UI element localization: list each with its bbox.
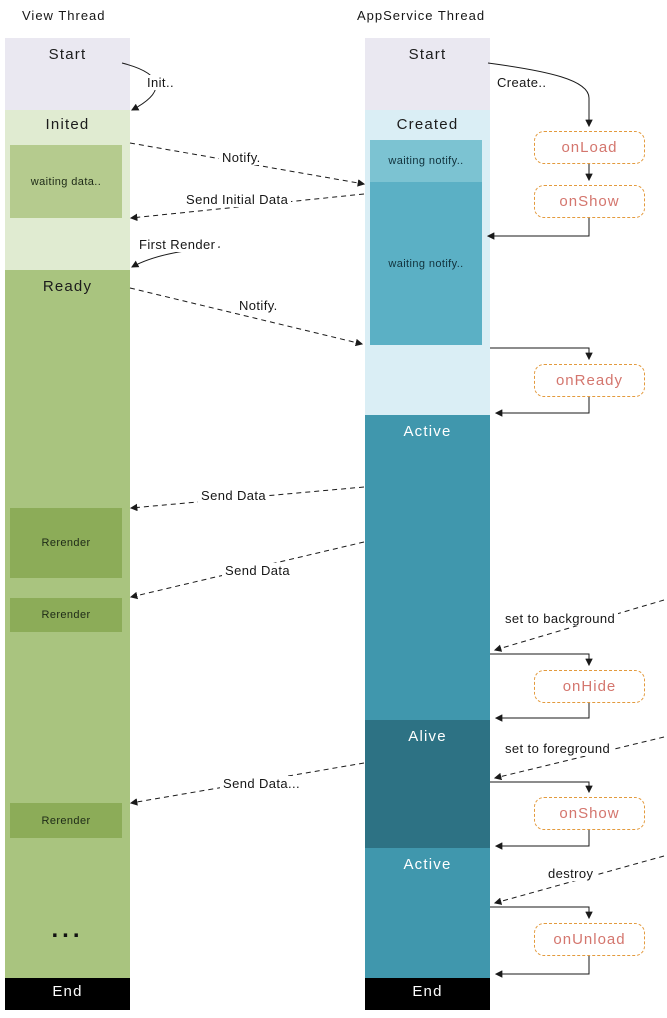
send-data-label-1: Send Data xyxy=(198,488,270,503)
view-end-label: End xyxy=(52,983,83,1000)
view-start-label: Start xyxy=(48,46,87,63)
arrow-to-onshow2 xyxy=(490,781,593,794)
arrow-onshow-return xyxy=(486,218,590,240)
onshow-callback-1: onShow xyxy=(534,185,645,218)
set-to-foreground-label: set to foreground xyxy=(502,741,614,756)
app-alive-band: Alive xyxy=(365,720,490,848)
app-start-block: Start xyxy=(365,38,490,110)
arrow-onunload-return xyxy=(494,956,590,978)
arrow-onshow2-return xyxy=(494,830,590,850)
arrow-to-onready xyxy=(490,347,593,361)
notify-label-1: Notify. xyxy=(219,150,264,165)
arrow-onready-return xyxy=(494,397,590,417)
view-ready-label: Ready xyxy=(42,278,93,295)
create-label: Create.. xyxy=(494,75,550,90)
send-data-label-3: Send Data... xyxy=(220,776,304,791)
app-active-label-1: Active xyxy=(403,423,452,440)
arrow-onhide-return xyxy=(494,703,590,722)
appservice-thread-header: AppService Thread xyxy=(357,8,486,23)
first-render-label: First Render xyxy=(136,237,219,252)
app-end-label: End xyxy=(412,983,443,1000)
destroy-label: destroy xyxy=(545,866,597,881)
app-active-band-1: Active xyxy=(365,415,490,720)
waiting-data-block: waiting data.. xyxy=(10,145,122,218)
onload-callback: onLoad xyxy=(534,131,645,164)
app-alive-label: Alive xyxy=(408,728,447,745)
arrow-to-onunload xyxy=(490,906,593,920)
arrow-notify-2 xyxy=(129,287,364,347)
view-thread-header: View Thread xyxy=(22,8,106,23)
view-end-block: End xyxy=(5,978,130,1010)
rerender-block-1: Rerender xyxy=(10,508,122,578)
send-initial-data-label: Send Initial Data xyxy=(183,192,292,207)
app-start-label: Start xyxy=(408,46,447,63)
app-active-label-2: Active xyxy=(403,856,452,873)
onunload-callback: onUnload xyxy=(534,923,645,956)
set-to-background-label: set to background xyxy=(502,611,619,626)
notify-label-2: Notify. xyxy=(236,298,281,313)
app-created-label: Created xyxy=(396,116,459,133)
view-continues-ellipsis: ... xyxy=(51,916,84,943)
send-data-label-2: Send Data xyxy=(222,563,294,578)
waiting-notify-block-2: waiting notify.. xyxy=(370,182,482,345)
arrow-to-onhide xyxy=(490,653,593,667)
rerender-block-3: Rerender xyxy=(10,803,122,838)
rerender-block-2: Rerender xyxy=(10,598,122,632)
app-end-block: End xyxy=(365,978,490,1010)
view-start-block: Start xyxy=(5,38,130,110)
view-inited-label: Inited xyxy=(45,116,90,133)
init-label: Init.. xyxy=(144,75,177,90)
onhide-callback: onHide xyxy=(534,670,645,703)
app-active-band-2: Active xyxy=(365,848,490,978)
waiting-notify-block-1: waiting notify.. xyxy=(370,140,482,182)
onshow-callback-2: onShow xyxy=(534,797,645,830)
onready-callback: onReady xyxy=(534,364,645,397)
arrow-create-to-onload xyxy=(487,62,593,128)
